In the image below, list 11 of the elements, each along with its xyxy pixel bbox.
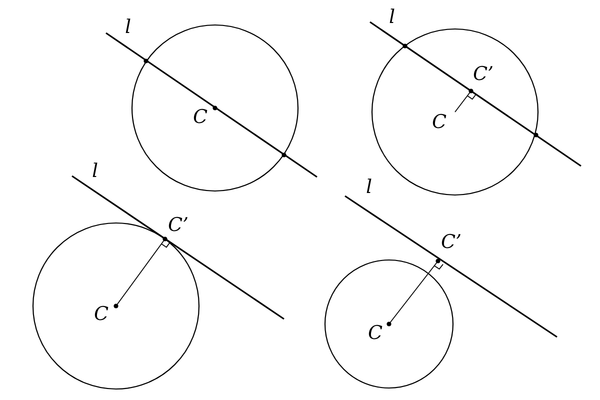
point-label: l [125, 18, 132, 37]
point-label: C [432, 113, 447, 132]
point-label: C [94, 305, 109, 324]
point-label: C [193, 108, 208, 127]
point-label: l [389, 8, 396, 27]
point-label: C’ [168, 216, 189, 235]
point-label: C’ [473, 65, 494, 84]
point-label: C [368, 324, 383, 343]
point-label: l [92, 162, 98, 181]
point-label: l [366, 178, 372, 197]
point-label: C’ [441, 233, 462, 252]
